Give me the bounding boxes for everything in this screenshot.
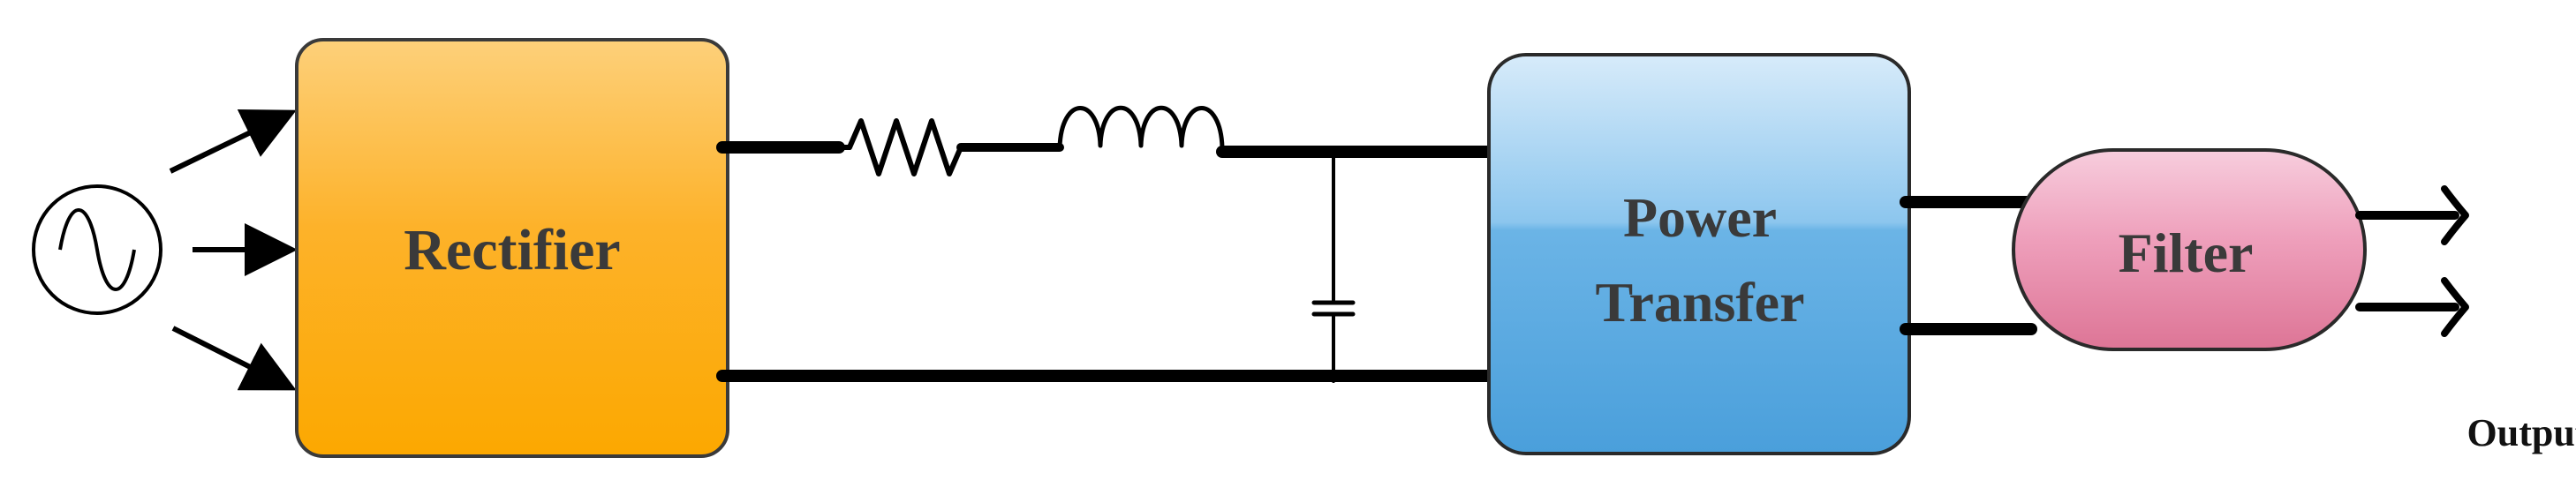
phase-arrows xyxy=(169,109,298,391)
power-transfer-label-line1: Power xyxy=(1623,186,1777,249)
capacitor-icon xyxy=(1311,150,1356,383)
output-arrows xyxy=(2355,185,2469,337)
phase-arrow-top xyxy=(169,109,297,174)
resistor-icon xyxy=(836,118,963,176)
output-label: Output xyxy=(2467,411,2576,454)
rectifier-block: Rectifier xyxy=(295,38,729,458)
filter-input-wires xyxy=(1900,196,2037,335)
power-transfer-label-line2: Transfer xyxy=(1596,271,1805,334)
ac-source-icon xyxy=(32,184,162,315)
inductor-icon xyxy=(1057,106,1225,150)
top-dc-line xyxy=(716,106,1499,176)
power-transfer-block: Power Transfer xyxy=(1487,53,1911,455)
phase-arrow-bottom xyxy=(171,326,297,391)
rectifier-label: Rectifier xyxy=(404,218,620,282)
filter-block: Filter xyxy=(2012,148,2367,351)
filter-label: Filter xyxy=(2119,221,2254,284)
